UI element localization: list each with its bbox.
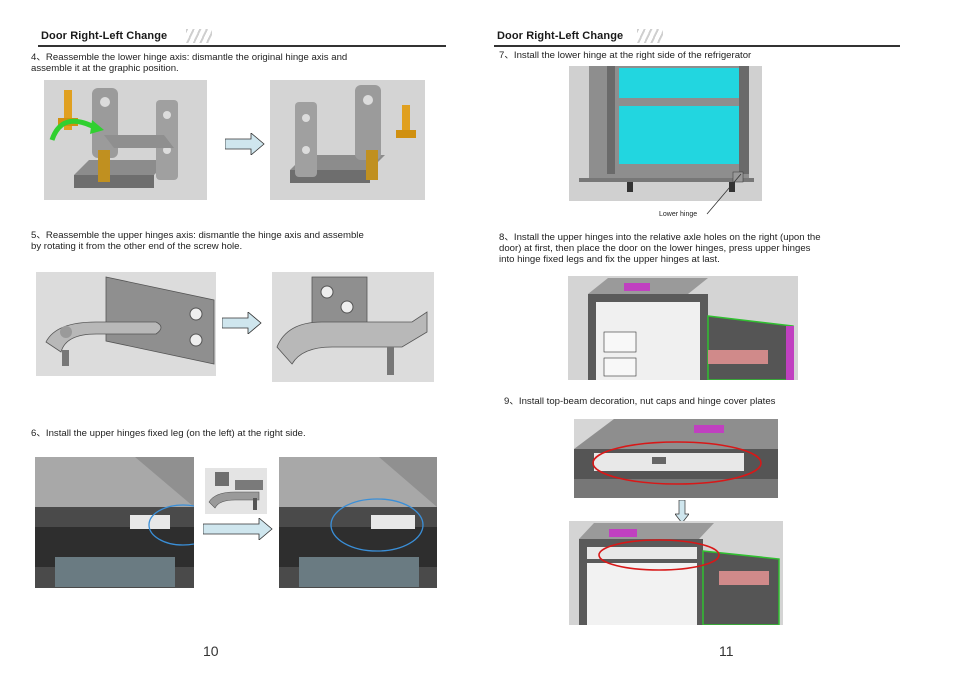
step-6-text: 6、Install the upper hinges fixed leg (on… xyxy=(31,428,306,439)
step4-arrow xyxy=(225,133,265,155)
header-rule xyxy=(38,45,446,47)
right-page: Door Right-Left Change 7、Install the low… xyxy=(477,0,954,675)
left-header: Door Right-Left Change xyxy=(38,28,448,48)
cover-plates-image xyxy=(569,521,783,625)
step9-arrow xyxy=(675,500,689,524)
lower-hinge-after-image xyxy=(270,80,425,200)
upper-hinge-after-image xyxy=(272,272,434,382)
step-5-text: 5、Reassemble the upper hinges axis: dism… xyxy=(31,230,364,252)
header-rule xyxy=(494,45,900,47)
hinge-leg-before-image xyxy=(35,457,194,588)
callout-leader-line xyxy=(706,173,742,215)
left-page-number: 10 xyxy=(203,643,219,659)
right-header: Door Right-Left Change xyxy=(494,28,904,48)
door-install-image xyxy=(568,276,798,380)
right-page-number: 11 xyxy=(719,643,734,659)
header-stripes xyxy=(186,29,212,43)
hinge-leg-part-image xyxy=(205,468,267,514)
lower-hinge-before-image xyxy=(44,80,207,200)
header-stripes xyxy=(637,29,663,43)
step-8-text: 8、Install the upper hinges into the rela… xyxy=(499,232,821,265)
top-beam-image xyxy=(574,419,778,498)
lower-hinge-callout: Lower hinge xyxy=(659,211,698,218)
step-7-text: 7、Install the lower hinge at the right s… xyxy=(499,50,752,61)
step6-arrow xyxy=(203,518,273,540)
upper-hinge-before-image xyxy=(36,272,216,376)
step-4-text: 4、Reassemble the lower hinge axis: disma… xyxy=(31,52,348,74)
left-page: Door Right-Left Change 4、Reassemble the … xyxy=(31,28,448,659)
hinge-leg-after-image xyxy=(279,457,437,588)
step-9-text: 9、Install top-beam decoration, nut caps … xyxy=(504,396,776,407)
step5-arrow xyxy=(222,312,262,334)
right-header-title: Door Right-Left Change xyxy=(497,30,624,42)
left-header-title: Door Right-Left Change xyxy=(41,30,168,42)
lower-hinge-fridge-image xyxy=(569,66,762,201)
